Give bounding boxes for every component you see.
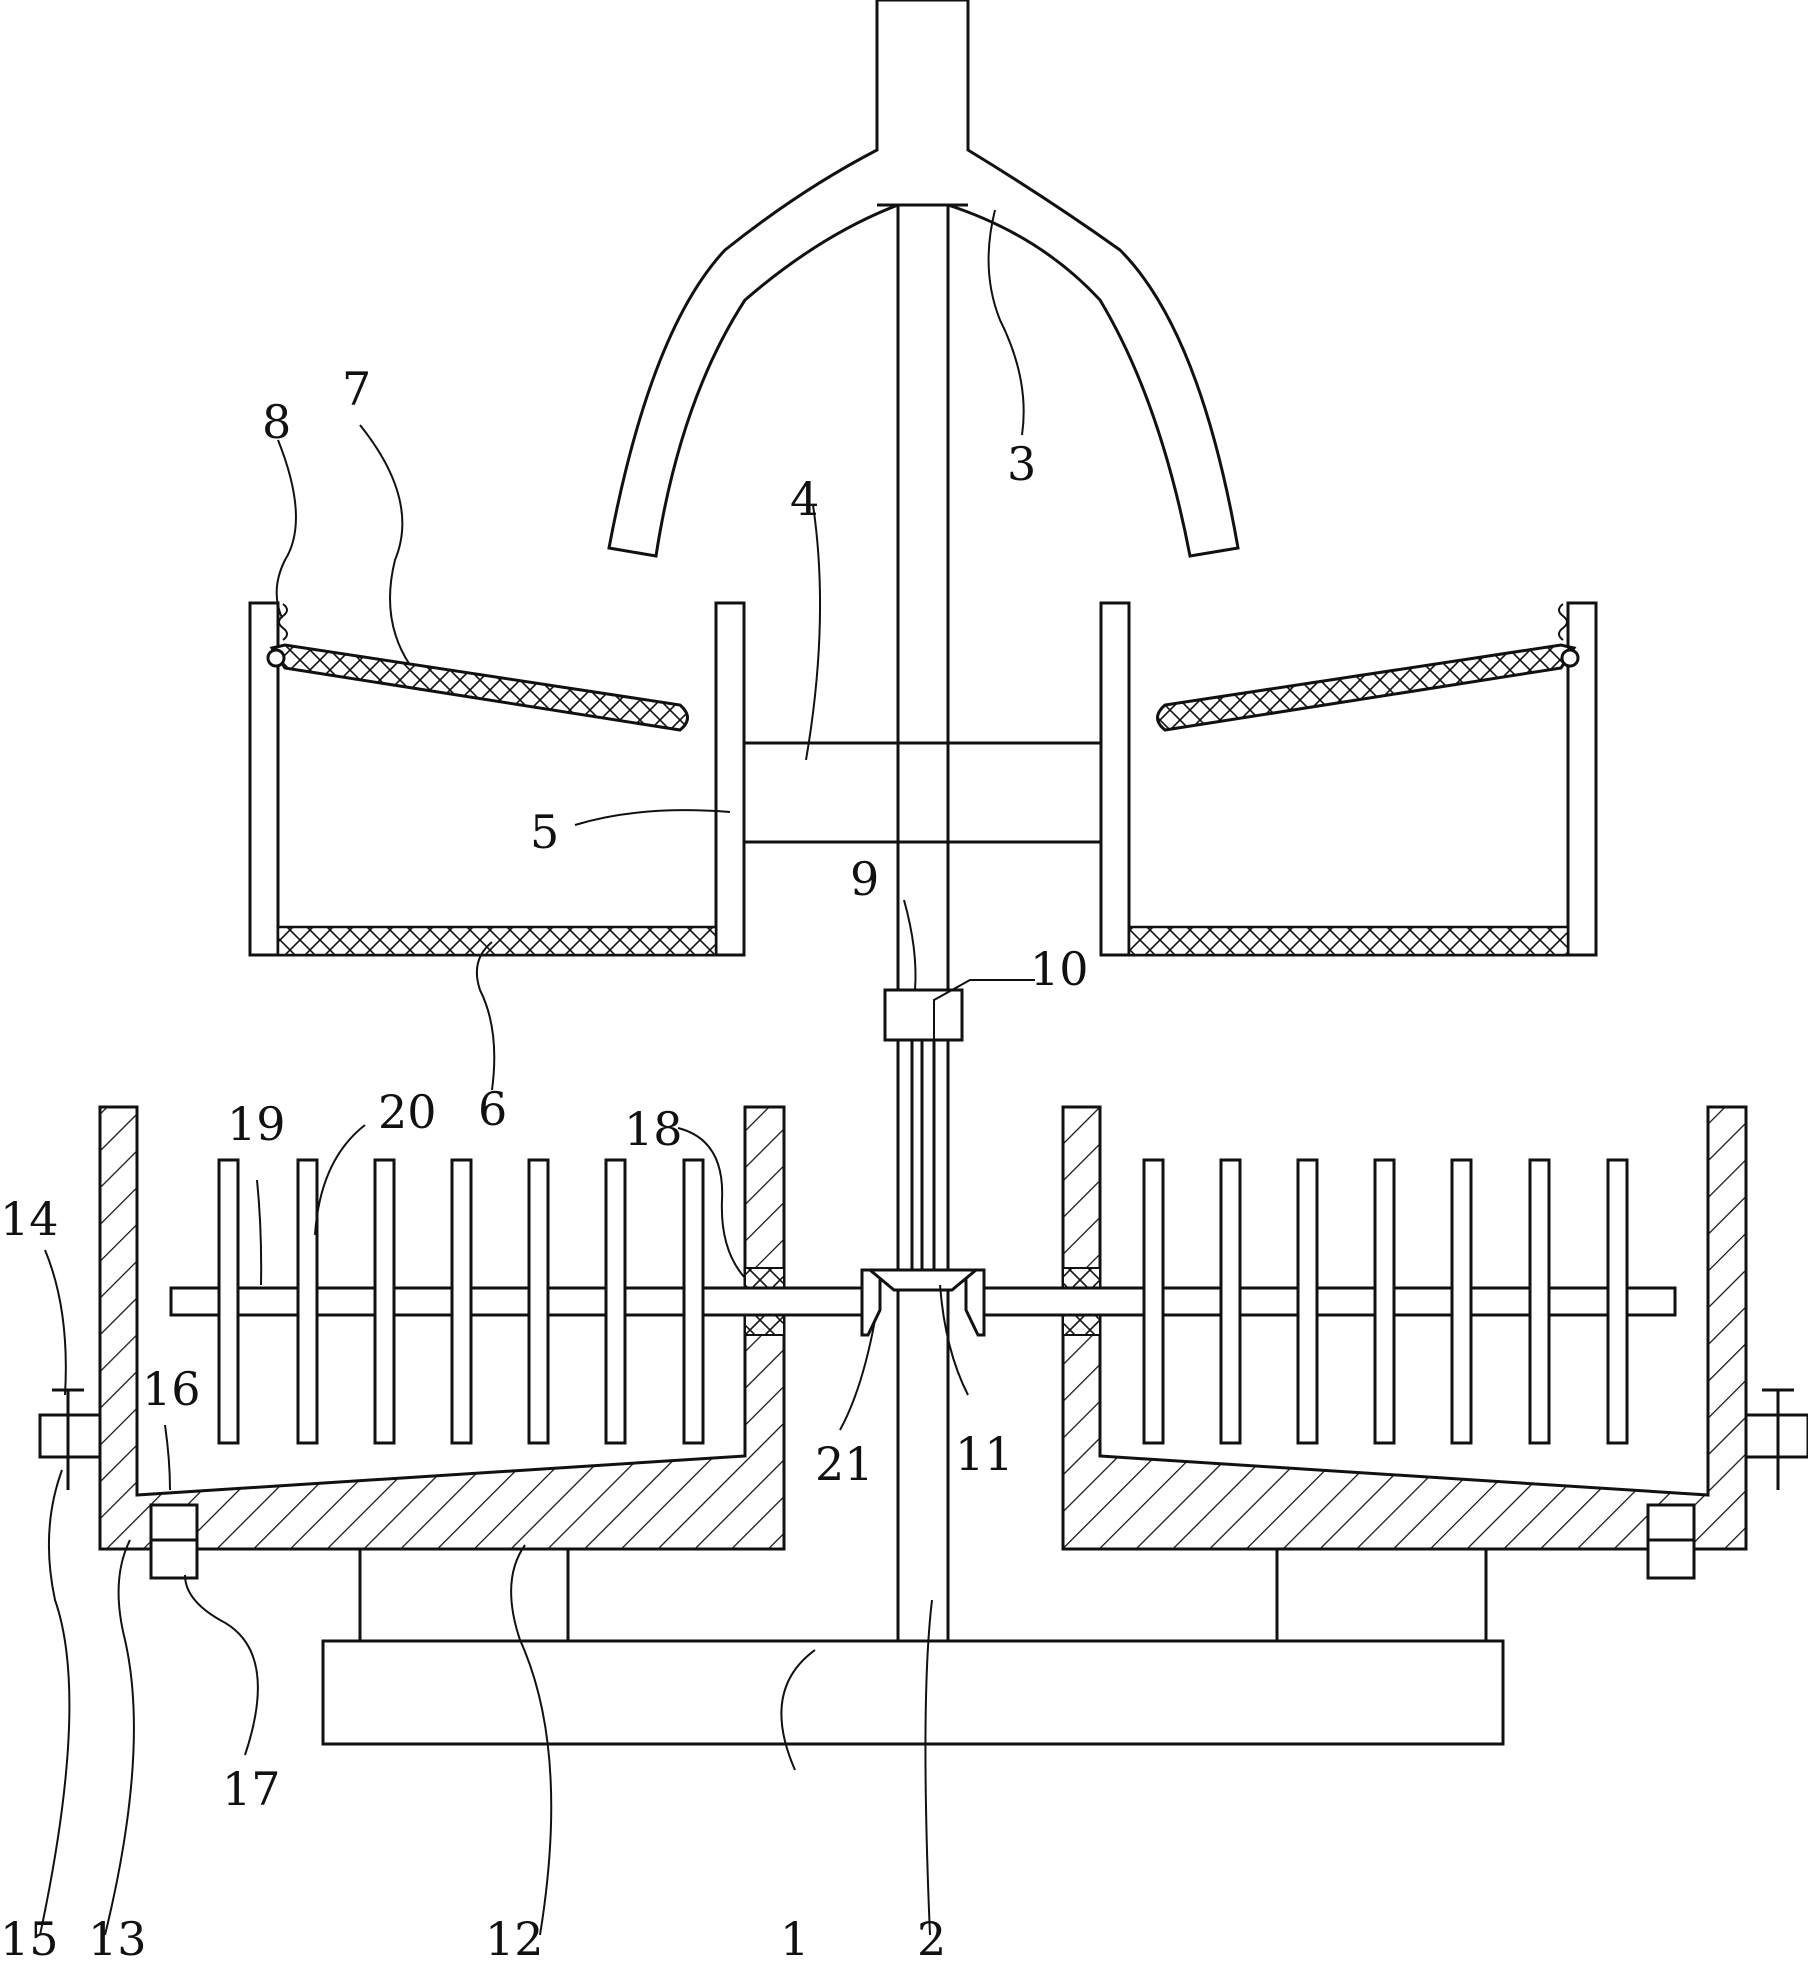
label-4: 4 bbox=[790, 472, 819, 526]
stir-shaft-left bbox=[169, 1286, 873, 1317]
tank-right bbox=[1061, 1105, 1748, 1551]
basket-right bbox=[1099, 601, 1598, 957]
tank-left bbox=[98, 1105, 786, 1551]
label-5: 5 bbox=[530, 805, 559, 859]
label-1: 1 bbox=[780, 1912, 809, 1961]
flap-left bbox=[266, 603, 689, 732]
support-left bbox=[358, 1546, 570, 1643]
bearing-right-upper bbox=[1062, 1267, 1101, 1289]
label-7: 7 bbox=[342, 362, 371, 416]
bearing-right-lower bbox=[1062, 1314, 1101, 1336]
label-10: 10 bbox=[1030, 942, 1089, 996]
label-16: 16 bbox=[142, 1362, 201, 1416]
support-right bbox=[1275, 1546, 1488, 1643]
label-6: 6 bbox=[478, 1082, 507, 1136]
bevel-gear-left bbox=[860, 1268, 882, 1337]
coupling bbox=[883, 988, 964, 1042]
label-18: 18 bbox=[624, 1102, 683, 1156]
label-3: 3 bbox=[1007, 437, 1036, 491]
part-labels: 1 2 3 4 5 6 7 8 9 10 11 12 13 14 15 16 1… bbox=[0, 362, 1089, 1961]
label-14: 14 bbox=[0, 1192, 59, 1246]
bevel-gear-top bbox=[865, 1268, 981, 1292]
base-plate bbox=[321, 1639, 1505, 1746]
label-13: 13 bbox=[88, 1912, 147, 1961]
basket-left bbox=[248, 601, 746, 957]
label-21: 21 bbox=[815, 1437, 874, 1491]
leader-lines bbox=[39, 209, 1035, 1936]
label-8: 8 bbox=[262, 395, 291, 449]
stirring-rods bbox=[217, 1158, 1629, 1445]
outlet-valve-right bbox=[1744, 1388, 1808, 1490]
bevel-gear-right bbox=[964, 1268, 986, 1337]
feed-hopper bbox=[607, 0, 1240, 558]
label-12: 12 bbox=[485, 1912, 544, 1961]
label-20: 20 bbox=[378, 1085, 437, 1139]
label-9: 9 bbox=[850, 852, 879, 906]
label-2: 2 bbox=[917, 1912, 946, 1961]
label-11: 11 bbox=[955, 1427, 1014, 1481]
label-19: 19 bbox=[227, 1097, 286, 1151]
label-17: 17 bbox=[222, 1762, 281, 1816]
stir-shaft-right bbox=[973, 1286, 1677, 1317]
flap-right bbox=[1156, 603, 1580, 732]
outlet-valve-left bbox=[38, 1388, 102, 1490]
bearing-left-upper bbox=[744, 1267, 785, 1289]
central-shaft bbox=[896, 205, 950, 1643]
label-15: 15 bbox=[0, 1912, 59, 1961]
rod-bundle bbox=[910, 1040, 936, 1275]
bearing-left-lower bbox=[744, 1314, 785, 1336]
